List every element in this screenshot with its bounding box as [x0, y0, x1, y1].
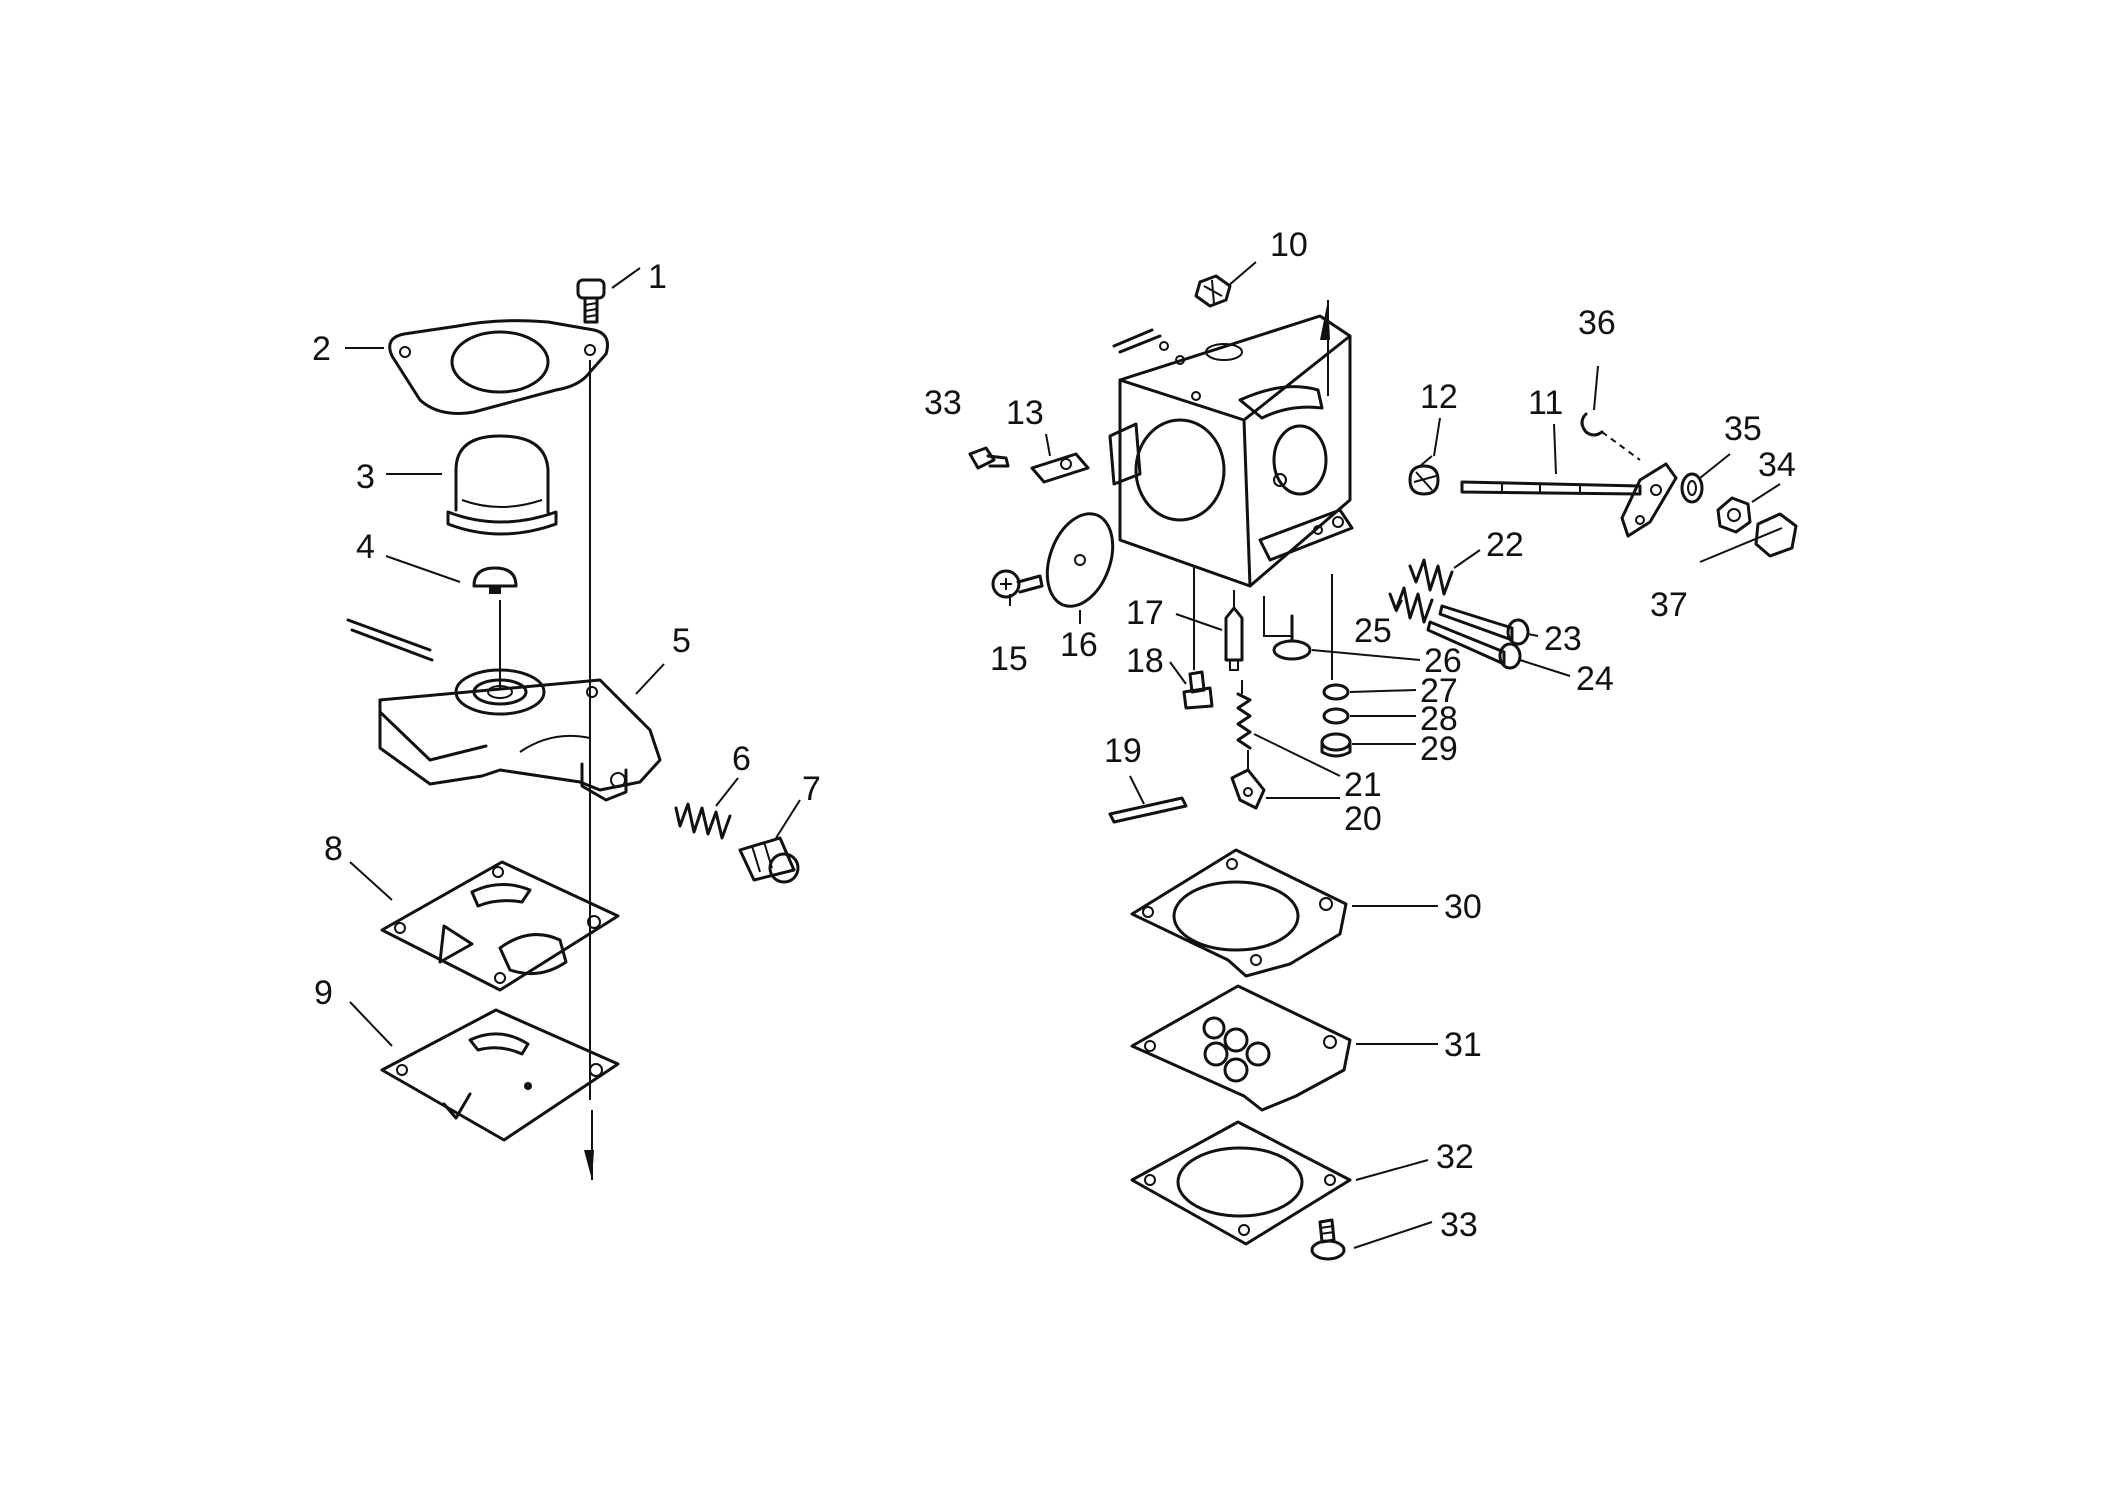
- label-18: 18: [1126, 642, 1164, 680]
- part-screw-33-upper: [968, 446, 1010, 470]
- part-valve-4: [472, 566, 518, 594]
- part-spring-22: [1408, 558, 1454, 596]
- left-alignment-lines: [499, 360, 594, 1180]
- part-ring-27: [1322, 683, 1350, 701]
- label-34: 34: [1758, 446, 1796, 484]
- label-3: 3: [356, 458, 375, 496]
- label-9: 9: [314, 974, 333, 1012]
- part-pin-19: [1108, 796, 1188, 824]
- part-needle-23: [1438, 604, 1530, 646]
- part-screw-7: [738, 836, 800, 884]
- label-27: 27: [1420, 672, 1458, 710]
- part-gasket-30: [1130, 848, 1348, 978]
- leader-lines: [345, 261, 1783, 1249]
- right-alignment-lines: [1193, 300, 1333, 770]
- part-spring-6: [674, 802, 732, 840]
- part-lever-20: [1230, 768, 1266, 810]
- part-gasket-8: [380, 860, 620, 992]
- part-ring-28: [1322, 707, 1350, 725]
- label-5: 5: [672, 622, 691, 660]
- part-clip-36: [1580, 412, 1604, 437]
- part-cover-32: [1130, 1120, 1352, 1246]
- label-28: 28: [1420, 700, 1458, 738]
- label-22: 22: [1486, 526, 1524, 564]
- part-spring-25: [1388, 586, 1434, 624]
- label-17: 17: [1126, 594, 1164, 632]
- part-pump-body-5: [346, 618, 662, 802]
- part-primer-bulb-3: [446, 434, 558, 536]
- part-nut-34: [1716, 496, 1752, 534]
- label-4: 4: [356, 528, 375, 566]
- part-diaphragm-9: [380, 1008, 620, 1142]
- part-nut-10: [1194, 274, 1232, 308]
- part-needle-valve-17: [1224, 606, 1244, 671]
- label-26: 26: [1424, 642, 1462, 680]
- part-throttle-shaft-11: [1460, 480, 1642, 496]
- part-spring-21: [1236, 692, 1252, 750]
- label-1: 1: [648, 258, 667, 296]
- part-needle-24: [1426, 620, 1522, 670]
- part-cover-2: [388, 319, 609, 415]
- part-cap-29: [1320, 732, 1352, 758]
- label-29: 29: [1420, 730, 1458, 768]
- part-lever-13: [1030, 452, 1090, 484]
- label-8: 8: [324, 830, 343, 868]
- label-36: 36: [1578, 304, 1616, 342]
- callout-labels: 1 2 3 4 5 6 7 8 9 10 11 12 13 15 16 17 1…: [312, 226, 1796, 1244]
- label-2: 2: [312, 330, 331, 368]
- label-11: 11: [1528, 384, 1563, 422]
- label-33-upper: 33: [924, 384, 962, 422]
- part-screw-33-lower: [1310, 1218, 1346, 1261]
- label-12: 12: [1420, 378, 1458, 416]
- throttle-lever: [1601, 431, 1678, 538]
- part-throttle-plate-16: [1045, 512, 1115, 608]
- label-32: 32: [1436, 1138, 1474, 1176]
- label-33-lower: 33: [1440, 1206, 1478, 1244]
- part-screw-1: [576, 278, 606, 324]
- label-10: 10: [1270, 226, 1308, 264]
- part-cap-37: [1754, 512, 1798, 558]
- part-spring-12: [1408, 455, 1440, 496]
- label-31: 31: [1444, 1026, 1482, 1064]
- part-washer-35: [1680, 472, 1704, 504]
- label-30: 30: [1444, 888, 1482, 926]
- label-35: 35: [1724, 410, 1762, 448]
- label-21: 21: [1344, 766, 1382, 804]
- label-16: 16: [1060, 626, 1098, 664]
- label-13: 13: [1006, 394, 1044, 432]
- label-6: 6: [732, 740, 751, 778]
- label-37: 37: [1650, 586, 1688, 624]
- label-25: 25: [1354, 612, 1392, 650]
- label-20: 20: [1344, 800, 1382, 838]
- carburetor-body: [1108, 314, 1354, 588]
- part-screw-18: [1182, 670, 1214, 710]
- label-23: 23: [1544, 620, 1582, 658]
- label-15: 15: [990, 640, 1028, 678]
- part-diaphragm-31: [1130, 984, 1352, 1112]
- part-screw-15: [991, 569, 1044, 599]
- label-7: 7: [802, 770, 821, 808]
- label-19: 19: [1104, 732, 1142, 770]
- label-24: 24: [1576, 660, 1614, 698]
- part-valve-26: [1272, 614, 1312, 661]
